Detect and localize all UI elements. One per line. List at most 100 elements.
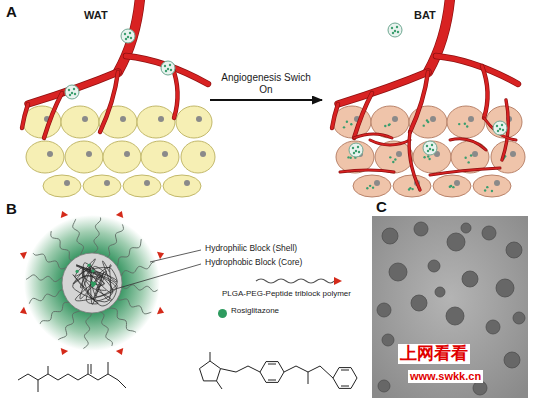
polymer-chain — [117, 239, 141, 266]
drug-dot — [394, 158, 396, 160]
vessel-outline — [44, 93, 62, 138]
fat-cell — [433, 175, 471, 197]
polymer-chain — [73, 219, 84, 255]
polymer-chain — [117, 299, 151, 314]
polymer-sample — [256, 279, 334, 283]
polymer-chain — [26, 275, 62, 282]
vessel — [172, 66, 178, 118]
polymer-chain — [40, 302, 69, 324]
nanoparticle — [388, 23, 402, 37]
cell-nucleus — [396, 151, 402, 157]
panel-heading: BAT — [414, 9, 436, 21]
drug-dot — [426, 119, 428, 121]
drug-dot — [486, 186, 488, 188]
cell-nucleus — [468, 116, 474, 122]
micelle-core — [62, 253, 122, 313]
fat-cell — [61, 106, 99, 138]
vessel-outline — [172, 66, 178, 118]
cell-nucleus — [82, 116, 88, 122]
fat-cell — [83, 175, 121, 197]
vessel — [450, 139, 486, 150]
vessel — [338, 72, 428, 104]
drug-dot — [458, 123, 460, 125]
tem-particle — [462, 271, 478, 287]
peptide-triangle — [116, 348, 123, 355]
drug-dot — [467, 161, 469, 163]
vessel-outline — [436, 56, 518, 84]
polymer-chain — [83, 313, 91, 348]
vessel-outline — [484, 118, 516, 140]
drug-dot — [411, 188, 413, 190]
tem-particle — [414, 222, 428, 236]
tem-particle — [461, 223, 471, 233]
legend-text: Rosiglitazone — [231, 306, 279, 315]
drug-dot — [91, 284, 94, 287]
drug-dot — [369, 185, 371, 187]
vessel — [44, 93, 62, 138]
tem-particle — [447, 233, 465, 251]
vessel — [118, 0, 140, 72]
tem-particle — [389, 263, 407, 281]
cell-nucleus — [124, 151, 130, 157]
drug-dot — [366, 187, 368, 189]
drug-dot — [491, 190, 493, 192]
fat-cell — [393, 175, 431, 197]
vessel — [370, 140, 410, 145]
fat-cell — [163, 175, 201, 197]
cell-nucleus — [392, 116, 398, 122]
cell-nucleus — [200, 151, 206, 157]
fat-cell — [103, 141, 141, 173]
micelle-shell — [24, 215, 160, 351]
cell-nucleus — [120, 116, 126, 122]
tem-particle — [411, 295, 427, 311]
micelle-illustration — [18, 211, 357, 392]
drug-dot — [388, 124, 390, 126]
fat-cell — [353, 175, 391, 197]
panel-letter: C — [376, 198, 387, 215]
polymer-chain — [107, 224, 123, 257]
vessel-outline — [482, 66, 488, 118]
edge-label: Angiogenesis Swich On — [212, 72, 320, 96]
cell-nucleus — [86, 151, 92, 157]
drug-dot — [466, 125, 468, 127]
drug-dot — [75, 270, 78, 273]
vessel-outline — [340, 170, 394, 172]
nanoparticle — [493, 121, 507, 135]
polymer-chain — [121, 262, 154, 276]
cell-nucleus — [494, 180, 500, 186]
nanoparticle — [161, 61, 175, 75]
cell-nucleus — [144, 180, 150, 186]
vessel — [482, 66, 488, 118]
cell-nucleus — [104, 180, 110, 186]
fat-cell — [43, 175, 81, 197]
drug-dot — [452, 186, 454, 188]
fat-cell — [447, 106, 485, 138]
vessel-outline — [354, 93, 372, 138]
drug-dot — [384, 125, 386, 127]
polymer-chain — [33, 253, 66, 269]
cell-nucleus — [64, 180, 70, 186]
chemical-structure — [200, 352, 358, 389]
vessel — [430, 168, 500, 175]
drug-dot — [91, 269, 94, 272]
fat-cell — [181, 141, 215, 173]
drug-dot — [464, 157, 466, 159]
vessel — [340, 170, 394, 172]
tem-particle — [482, 226, 496, 240]
polymer-chains — [26, 218, 158, 349]
tem-particle — [496, 279, 514, 297]
fat-cell — [137, 106, 175, 138]
fat-cell — [336, 141, 374, 173]
tem-particle — [382, 334, 394, 346]
vessel-outline — [410, 72, 428, 132]
tem-particle — [382, 228, 398, 244]
tem-particle — [513, 312, 525, 324]
part-label: Hydrophilic Block (Shell) — [205, 244, 297, 254]
nanoparticle — [349, 143, 363, 157]
peptide-sample — [334, 277, 342, 285]
drug-dot — [388, 123, 390, 125]
drug-dot — [389, 156, 391, 158]
tissue-illustration — [22, 0, 525, 197]
peptide-triangle — [20, 252, 27, 259]
